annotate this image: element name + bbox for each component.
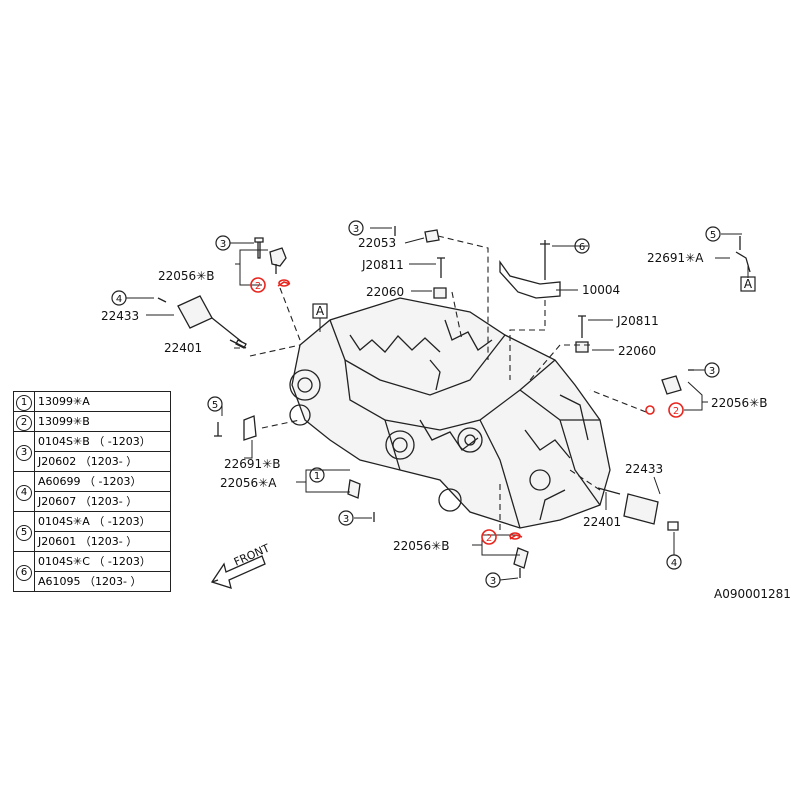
marker-1: 1 [309,467,325,483]
legend-part-cell: J20601 （1203- ） [34,531,171,552]
svg-text:1: 1 [314,471,320,482]
label-22060: 22060 [618,344,656,358]
svg-text:3: 3 [353,224,359,235]
circled-number-2: 2 [16,415,32,431]
marker-3: 3 [215,235,231,251]
legend-row: 1 13099✳A [13,391,171,412]
circled-number-3: 3 [16,445,32,461]
svg-text:2: 2 [255,281,261,292]
legend-number-cell: 4 [13,471,35,512]
legend-part-cell: A61095 （1203- ） [34,571,171,592]
legend-row: 4 A60699 （ -1203） [13,471,171,512]
label-22401: 22401 [583,515,621,529]
svg-text:4: 4 [671,558,677,569]
box-a-label: A [316,304,325,318]
svg-text:5: 5 [212,400,218,411]
label-22056-b: 22056✳B [393,539,449,553]
legend-number-cell: 5 [13,511,35,552]
legend-row: 5 0104S✳A （ -1203） [13,511,171,552]
circled-number-5: 5 [16,525,32,541]
legend-table: 1 13099✳A 2 13099✳B 3 0104S✳B （ -1203） J… [13,391,171,592]
front-label: FRONT [232,541,272,568]
legend-part-cell: 0104S✳A （ -1203） [34,511,171,532]
red-o-rings [277,279,655,540]
circled-number-4: 4 [16,485,32,501]
engine-block-illustration [289,297,611,529]
box-a-top: A [312,303,328,332]
label-22401: 22401 [164,341,202,355]
label-j20811: J20811 [616,314,659,328]
marker-5: 5 [207,396,223,412]
legend-row: J20607 （1203- ） [14,491,171,512]
label-22060: 22060 [366,285,404,299]
circled-markers: 3 2 4 3 6 5 3 2 5 1 3 2 3 4 [111,220,721,588]
svg-text:2: 2 [673,406,679,417]
legend-number-cell: 1 [13,391,35,412]
marker-3: 3 [338,510,354,526]
label-j20811: J20811 [361,258,404,272]
label-22056-a: 22056✳A [220,476,277,490]
svg-text:3: 3 [220,239,226,250]
marker-6: 6 [574,238,590,254]
legend-number-cell: 2 [13,411,35,432]
svg-text:5: 5 [710,230,716,241]
front-arrow-icon [211,579,219,583]
legend-part-cell: 0104S✳C （ -1203） [34,551,171,572]
legend-number-cell: 3 [13,431,35,472]
svg-text:3: 3 [709,366,715,377]
part-drawings [157,226,751,578]
label-22433: 22433 [625,462,663,476]
legend-part-cell: 13099✳A [34,391,171,412]
label-22056-b: 22056✳B [158,269,214,283]
legend-row: J20601 （1203- ） [14,531,171,552]
part-labels: 22053 22691✳A 22056✳B J20811 10004 22433… [101,236,791,601]
dashed-reference-lines [249,235,647,530]
marker-2: 2 [481,529,497,545]
marker-2: 2 [668,402,684,418]
callout-leaders [126,227,749,581]
legend-part-cell: J20602 （1203- ） [34,451,171,472]
legend-row: J20602 （1203- ） [14,451,171,472]
marker-5: 5 [705,226,721,242]
legend-part-cell: A60699 （ -1203） [34,471,171,492]
svg-text:3: 3 [490,576,496,587]
marker-4: 4 [666,554,682,570]
svg-text:3: 3 [343,514,349,525]
marker-3: 3 [348,220,364,236]
legend-row: A61095 （1203- ） [14,571,171,592]
legend-row: 2 13099✳B [13,411,171,432]
box-a-right: A [740,276,756,292]
circled-number-6: 6 [16,565,32,581]
svg-text:4: 4 [116,294,122,305]
diagram-code: A090001281 [714,587,791,601]
legend-row: 6 0104S✳C （ -1203） [13,551,171,592]
label-22691-a: 22691✳A [647,251,704,265]
label-22433: 22433 [101,309,139,323]
legend-part-cell: 13099✳B [34,411,171,432]
label-22691-b: 22691✳B [224,457,280,471]
label-22056-b: 22056✳B [711,396,767,410]
circled-number-1: 1 [16,395,32,411]
legend-part-cell: J20607 （1203- ） [34,491,171,512]
svg-text:2: 2 [486,533,492,544]
label-10004: 10004 [582,283,620,297]
legend-number-cell: 6 [13,551,35,592]
box-a-label: A [744,277,753,291]
marker-3: 3 [704,362,720,378]
marker-3: 3 [485,572,501,588]
label-22053: 22053 [358,236,396,250]
front-arrow: FRONT [210,541,272,589]
legend-row: 3 0104S✳B （ -1203） [13,431,171,472]
marker-4: 4 [111,290,127,306]
svg-text:6: 6 [579,242,585,253]
marker-2: 2 [250,277,266,293]
legend-part-cell: 0104S✳B （ -1203） [34,431,171,452]
